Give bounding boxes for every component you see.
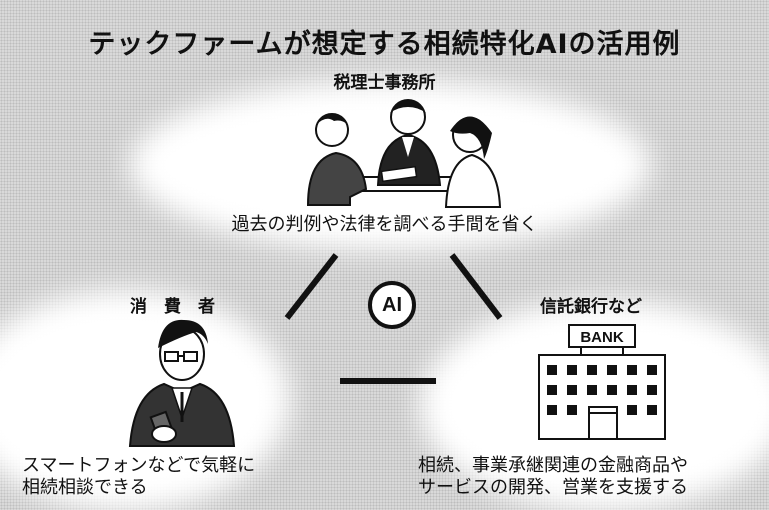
trust-bank-caption-line-1: 相続、事業承継関連の金融商品や	[418, 455, 688, 476]
consumer-caption: スマートフォンなどで気軽に 相続相談できる	[22, 455, 255, 499]
tax-office-caption: 過去の判例や法律を調べる手間を省く	[231, 214, 538, 235]
connector-top-right	[449, 253, 503, 320]
consumer-smartphone-illustration	[128, 319, 236, 447]
trust-bank-caption-line-2: サービスの開発、営業を支援する	[418, 477, 688, 498]
consumer-label: 消 費 者	[130, 297, 215, 317]
ai-center-circle: AI	[368, 281, 416, 329]
consumer-caption-line-1: スマートフォンなどで気軽に	[22, 455, 256, 476]
trust-bank-caption: 相続、事業承継関連の金融商品や サービスの開発、営業を支援する	[418, 455, 688, 499]
tax-office-meeting-illustration	[306, 99, 502, 208]
connector-top-left	[284, 253, 339, 320]
ai-label: AI	[382, 293, 402, 316]
trust-bank-label: 信託銀行など	[540, 297, 642, 317]
bank-building-illustration: BANK	[538, 324, 666, 440]
tax-office-label: 税理士事務所	[333, 73, 436, 93]
consumer-caption-line-2: 相続相談できる	[22, 477, 148, 498]
bank-sign-text: BANK	[580, 329, 623, 346]
diagram-title: テックファームが想定する相続特化AIの活用例	[88, 29, 681, 60]
